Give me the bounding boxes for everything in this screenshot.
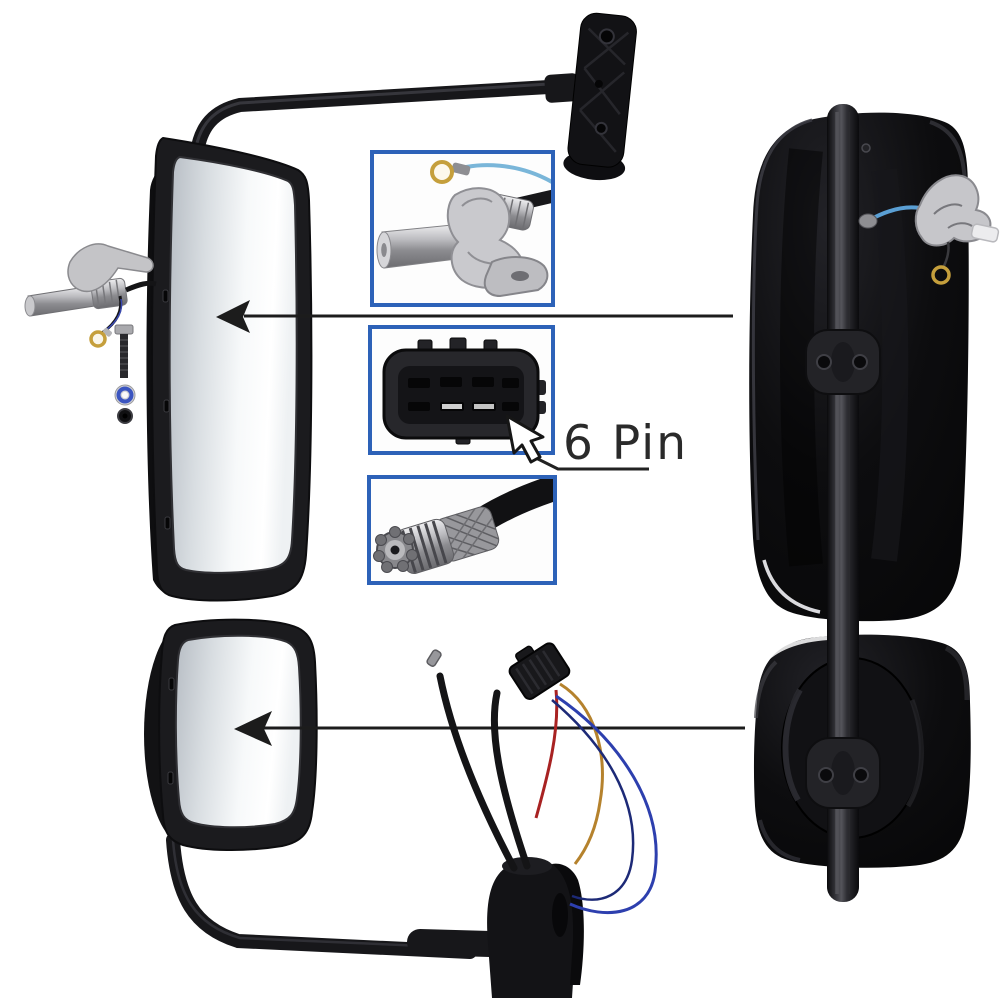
hex-nut <box>117 408 133 424</box>
annotation-leader-line <box>533 455 649 471</box>
callout-box-heater <box>370 150 555 307</box>
lower-mirror-glass <box>174 634 302 829</box>
upper-mirror <box>146 136 313 602</box>
wiring-harness <box>426 642 658 915</box>
cable-tip <box>426 649 442 667</box>
tube-clamp-lower <box>805 737 881 809</box>
cursor-pointer-icon <box>505 414 545 464</box>
six-pin-label: 6 Pin <box>563 416 688 471</box>
mirror-support-tube <box>827 104 859 902</box>
heater-fitting <box>858 174 1000 285</box>
upper-mirror-glass <box>168 155 298 574</box>
wire-navy <box>551 699 635 901</box>
pivot-boot <box>407 857 584 998</box>
ring-terminal <box>89 330 107 348</box>
bottom-support-arm <box>166 833 477 959</box>
frame-screw-slot <box>163 399 170 413</box>
harness-connector <box>508 642 571 700</box>
wire-red <box>534 689 559 819</box>
lower-convex-mirror <box>144 618 318 852</box>
frame-screw-slot <box>168 677 175 691</box>
six-pin-annotation: 6 Pin <box>505 414 688 471</box>
heater-clamp-part <box>24 243 157 348</box>
wire-blue <box>555 694 658 915</box>
callout-arrow-lower <box>234 711 745 746</box>
mounting-bolt <box>114 324 134 378</box>
frame-screw-slot <box>167 771 174 785</box>
rear-ring-terminal <box>931 265 951 285</box>
callout-box-connector <box>368 325 555 455</box>
top-support-arm <box>190 73 580 159</box>
tube-clamp-upper <box>805 329 881 395</box>
frame-screw-slot <box>162 289 169 303</box>
frame-screw-slot <box>164 516 171 530</box>
left-mirror-assembly <box>24 12 637 998</box>
callout-arrow-upper <box>216 300 733 333</box>
lock-washer <box>114 384 136 406</box>
mounting-foot <box>563 12 637 181</box>
right-mirror-assembly <box>749 104 1000 902</box>
wire-orange <box>559 682 604 865</box>
callout-box-power-plug <box>367 475 557 585</box>
